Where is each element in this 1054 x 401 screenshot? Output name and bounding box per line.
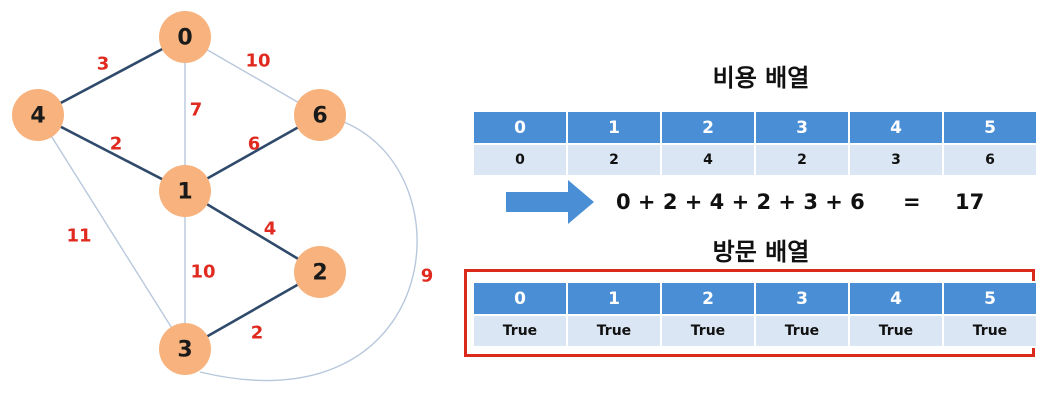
nodes-layer: 0 1 2 3 4 6	[12, 11, 346, 375]
cost-header-cell: 2	[660, 110, 756, 145]
node-circle	[159, 323, 211, 375]
node-label: 1	[177, 180, 192, 205]
edge-weight-0-1: 7	[190, 100, 203, 121]
cost-value-cell: 3	[848, 143, 944, 177]
cost-value-cell: 2	[566, 143, 662, 177]
node-circle	[12, 89, 64, 141]
cost-header-cell: 0	[472, 110, 568, 145]
edge-4-3	[37, 114, 186, 350]
cost-header-cell: 4	[848, 110, 944, 145]
edge-4-1	[37, 113, 186, 193]
cost-array-value-row: 0 2 4 2 3 6	[472, 143, 1038, 177]
node-circle	[159, 11, 211, 63]
edge-weight-1-3: 10	[190, 262, 215, 283]
graph-node-6: 6	[294, 89, 346, 141]
edge-4-0	[37, 35, 186, 117]
edge-6-3	[199, 121, 418, 382]
visit-value-cell: True	[472, 314, 568, 348]
edge-weight-1-6: 6	[248, 134, 261, 155]
cost-value-cell: 0	[472, 143, 568, 177]
edge-weight-3-2: 2	[251, 323, 264, 344]
visit-header-cell: 3	[754, 281, 850, 316]
cost-array-title: 비용 배열	[712, 64, 810, 92]
visit-header-cell: 4	[848, 281, 944, 316]
visit-header-cell: 1	[566, 281, 662, 316]
graph-node-4: 4	[12, 89, 64, 141]
visit-array-value-row: True True True True True True	[472, 314, 1038, 348]
node-label: 0	[177, 26, 192, 51]
visit-array-title: 방문 배열	[712, 238, 810, 266]
cost-value-cell: 6	[942, 143, 1038, 177]
edge-weight-6-3: 9	[421, 266, 434, 287]
visit-value-cell: True	[848, 314, 944, 348]
graph-node-2: 2	[294, 246, 346, 298]
sum-total: 17	[955, 190, 985, 214]
visit-array-header-row: 0 1 2 3 4 5	[472, 281, 1038, 316]
sum-expression: 0 + 2 + 4 + 2 + 3 + 6	[616, 190, 865, 214]
mst-graph: 3 7 10 2 6 11 4 10 2 9 0 1 2 3 4 6	[12, 11, 433, 382]
visit-value-cell: True	[754, 314, 850, 348]
cost-header-cell: 5	[942, 110, 1038, 145]
right-arrow-icon	[506, 180, 594, 224]
visit-value-cell: True	[566, 314, 662, 348]
edge-weight-4-1: 2	[110, 134, 123, 155]
graph-node-1: 1	[159, 165, 211, 217]
cost-value-cell: 4	[660, 143, 756, 177]
node-circle	[294, 246, 346, 298]
sum-equals: =	[903, 190, 921, 214]
edges-layer	[37, 35, 418, 382]
edge-weight-0-6: 10	[245, 51, 270, 72]
edge-weight-4-0: 3	[97, 54, 110, 75]
visit-value-cell: True	[660, 314, 756, 348]
cost-array-table: 0 1 2 3 4 5 0 2 4 2 3 6	[472, 110, 1038, 177]
visit-header-cell: 5	[942, 281, 1038, 316]
weights-layer: 3 7 10 2 6 11 4 10 2 9	[66, 51, 433, 344]
cost-header-cell: 3	[754, 110, 850, 145]
cost-value-cell: 2	[754, 143, 850, 177]
node-label: 2	[312, 261, 327, 286]
visit-header-cell: 0	[472, 281, 568, 316]
cost-array-header-row: 0 1 2 3 4 5	[472, 110, 1038, 145]
node-label: 3	[177, 338, 192, 363]
node-label: 6	[312, 104, 327, 129]
node-label: 4	[30, 104, 45, 129]
graph-node-0: 0	[159, 11, 211, 63]
node-circle	[294, 89, 346, 141]
edge-weight-4-3: 11	[66, 226, 91, 247]
visit-value-cell: True	[942, 314, 1038, 348]
cost-header-cell: 1	[566, 110, 662, 145]
edge-1-2	[184, 189, 321, 274]
node-circle	[159, 165, 211, 217]
visit-header-cell: 2	[660, 281, 756, 316]
edge-weight-1-2: 4	[264, 219, 277, 240]
visit-array-table: 0 1 2 3 4 5 True True True True True Tru…	[472, 281, 1038, 348]
graph-node-3: 3	[159, 323, 211, 375]
